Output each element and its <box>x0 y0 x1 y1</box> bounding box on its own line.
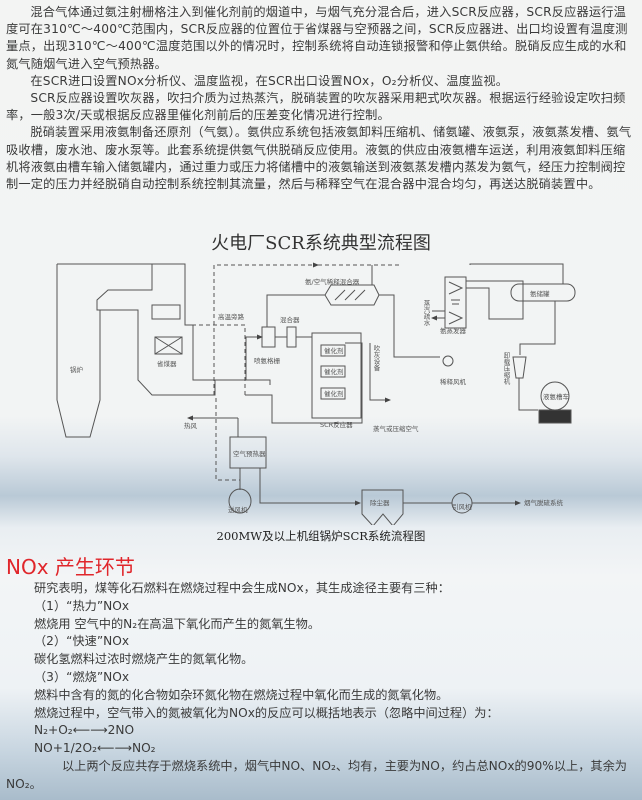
evaporator <box>444 276 467 329</box>
unload-compressor <box>512 356 527 379</box>
label-unload-compressor: 卸载压缩机 <box>502 351 510 386</box>
paragraph: 混合气体通过氨注射栅格注入到催化剂前的烟道中，与烟气充分混合后，进入SCR反应器… <box>6 5 628 71</box>
economizer <box>154 336 183 355</box>
scr-reactor <box>311 332 362 419</box>
intro-text: 混合气体通过氨注射栅格注入到催化剂前的烟道中，与烟气充分混合后，进入SCR反应器… <box>6 4 636 193</box>
label-fd-fan: 送风机 <box>228 505 248 514</box>
boiler <box>57 263 216 396</box>
paragraph: 脱硝装置采用液氨制备还原剂（气氨）。氨供应系统包括液氨卸料压缩机、储氨罐、液氨泵… <box>6 125 632 192</box>
ammonia-storage-tank <box>510 283 576 302</box>
equation: N₂+O₂⟵⟶2NO <box>34 723 135 738</box>
label-dilution-mixer: 氨/空气稀释混合器 <box>305 277 360 286</box>
label-storage-tank: 氨储罐 <box>530 289 550 298</box>
equation: NO+1/2O₂⟵⟶NO₂ <box>34 741 156 756</box>
dilution-fan <box>442 355 454 367</box>
closing-paragraph: 以上两个反应共存于燃烧系统中，烟气中NO、NO₂、均有，主要为NO，约占总NOx… <box>6 758 627 791</box>
label-precipitator: 除尘器 <box>370 498 390 507</box>
nox-section: 研究表明，煤等化石燃料在燃烧过程中会生成NOx，其生成途径主要有三种： （1）“… <box>6 580 639 794</box>
label-boiler: 锅炉 <box>70 365 84 374</box>
text-line: （2）“快速”NOx <box>34 634 130 649</box>
label-steam-air: 蒸气或压缩空气 <box>373 424 419 433</box>
label-soot-blower: 吹灰设备 <box>372 344 380 373</box>
label-scr-reactor: SCR反应器 <box>320 420 353 429</box>
ammonia-grid <box>261 326 276 348</box>
label-catalyst: 催化剂 <box>324 346 344 355</box>
text-line: 碳化氢燃料过浓时燃烧产生的氮氧化物。 <box>34 652 254 667</box>
text-line: 燃烧用 空气中的N₂在高温下氧化而产生的氮氧生物。 <box>34 616 321 631</box>
diagram-title: 火电厂SCR系统典型流程图 <box>211 233 431 254</box>
text-line: 燃料中含有的氮的化合物如杂环氮化物在燃烧过程中氧化而生成的氮氧化物。 <box>34 687 449 702</box>
label-bypass: 高温旁路 <box>218 312 245 321</box>
label-tank-truck: 液氨槽车 <box>543 392 570 401</box>
label-evaporator: 氨蒸发器 <box>440 326 467 335</box>
paragraph: 在SCR进口设置NOx分析仪、温度监视，在SCR出口设置NOx，O₂分析仪、温度… <box>30 73 509 88</box>
air-preheater <box>229 436 267 469</box>
label-id-fan: 引风机 <box>452 502 472 511</box>
label-economizer: 省煤器 <box>157 359 177 368</box>
fd-fan <box>228 488 252 514</box>
dilution-mixer <box>324 284 380 306</box>
text-line: （1）“热力”NOx <box>34 598 130 613</box>
text-line: 研究表明，煤等化石燃料在燃烧过程中会生成NOx，其生成途径主要有三种： <box>34 581 450 595</box>
label-hot-air: 热风 <box>184 421 198 430</box>
mixer <box>286 326 297 348</box>
diagram-caption: 200MW及以上机组锅炉SCR系统流程图 <box>216 529 426 543</box>
label-catalyst: 催化剂 <box>324 389 344 398</box>
label-fgd: 烟气脱硫系统 <box>524 498 564 507</box>
text-line: 燃烧过程中，空气带入的氮被氧化为NOx的反应可以概括地表示（忽略中间过程）为： <box>34 705 499 720</box>
precipitator <box>361 489 404 525</box>
scr-flow-diagram: 锅炉 省煤器 高温旁路 喷氨格栅 混合器 氨/空气稀释混合器 催化剂 催化剂 催… <box>56 262 576 525</box>
section-heading: NOx 产生环节 <box>6 555 135 579</box>
economizer-box-top <box>151 304 181 320</box>
label-catalyst: 催化剂 <box>324 367 344 376</box>
label-air-preheater: 空气预热器 <box>233 449 266 458</box>
text-line: （3）“燃烧”NOx <box>34 669 130 684</box>
label-dilution-fan: 稀释风机 <box>440 377 467 386</box>
label-mixer: 混合器 <box>280 315 300 324</box>
paragraph: SCR反应器设置吹灰器，吹扫介质为过热蒸汽，脱硝装置的吹灰器采用耙式吹灰器。根据… <box>6 91 626 123</box>
label-steam-drain: 蒸汽疏水 <box>422 299 430 327</box>
label-ammonia-grid: 喷氨格栅 <box>254 356 281 365</box>
